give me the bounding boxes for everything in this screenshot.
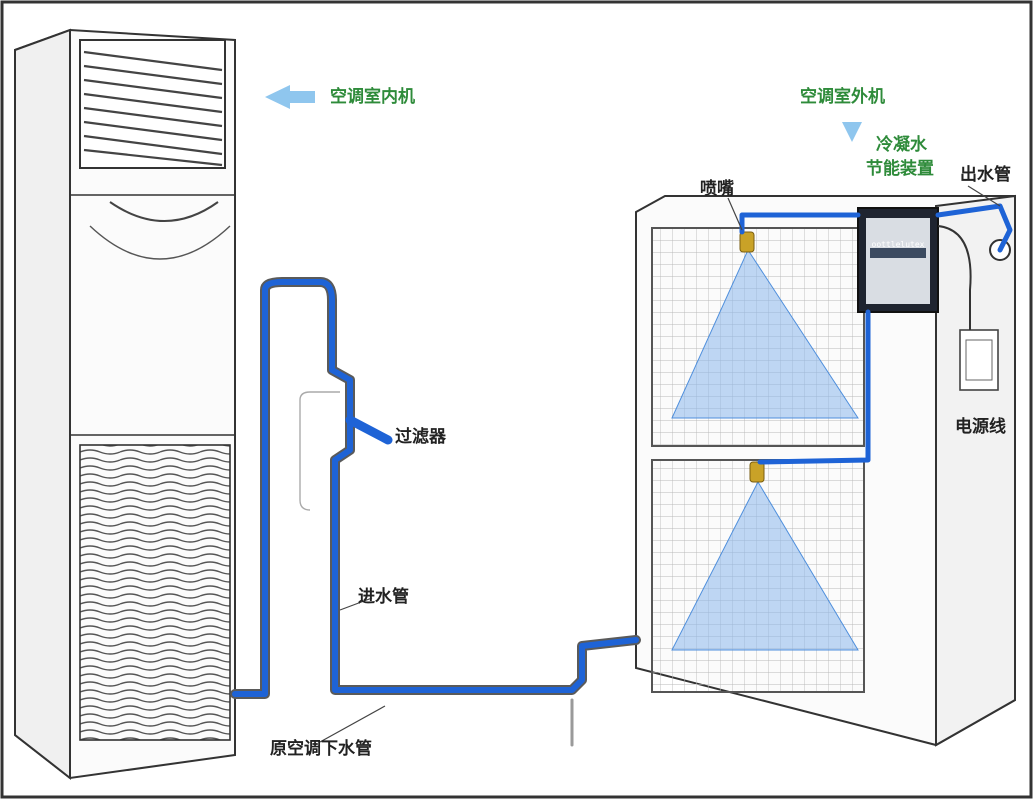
indoor-bottom-grille [79,444,231,741]
arrow-left-icon [265,85,315,109]
filter [345,415,393,445]
indoor-unit [14,28,236,781]
device-label-line2: 节能装置 [866,159,934,179]
upper-nozzle [739,231,755,253]
drain-pipe-label: 原空调下水管 [270,739,372,759]
device-brand-text: oottlelutex [871,240,925,249]
lower-spray [671,480,859,651]
indoor-display-arc [109,201,219,222]
inlet-pipe-label: 进水管 [358,587,409,607]
leader-lines [319,185,1001,743]
lower-nozzle [749,461,765,483]
arrow-down-icon [842,122,862,142]
upper-spray [671,248,859,419]
outdoor-unit [635,194,1016,747]
nozzle-label: 喷嘴 [700,179,734,199]
outlet-pipe-label: 出水管 [960,165,1011,185]
device-label-line1: 冷凝水 [876,135,927,155]
power-cord [937,225,972,330]
filter-label: 过滤器 [395,427,446,447]
indoor-unit-label: 空调室内机 [330,87,415,107]
power-cord-label: 电源线 [955,417,1006,437]
water-pipe [230,203,1013,747]
outdoor-unit-label: 空调室外机 [800,87,885,107]
